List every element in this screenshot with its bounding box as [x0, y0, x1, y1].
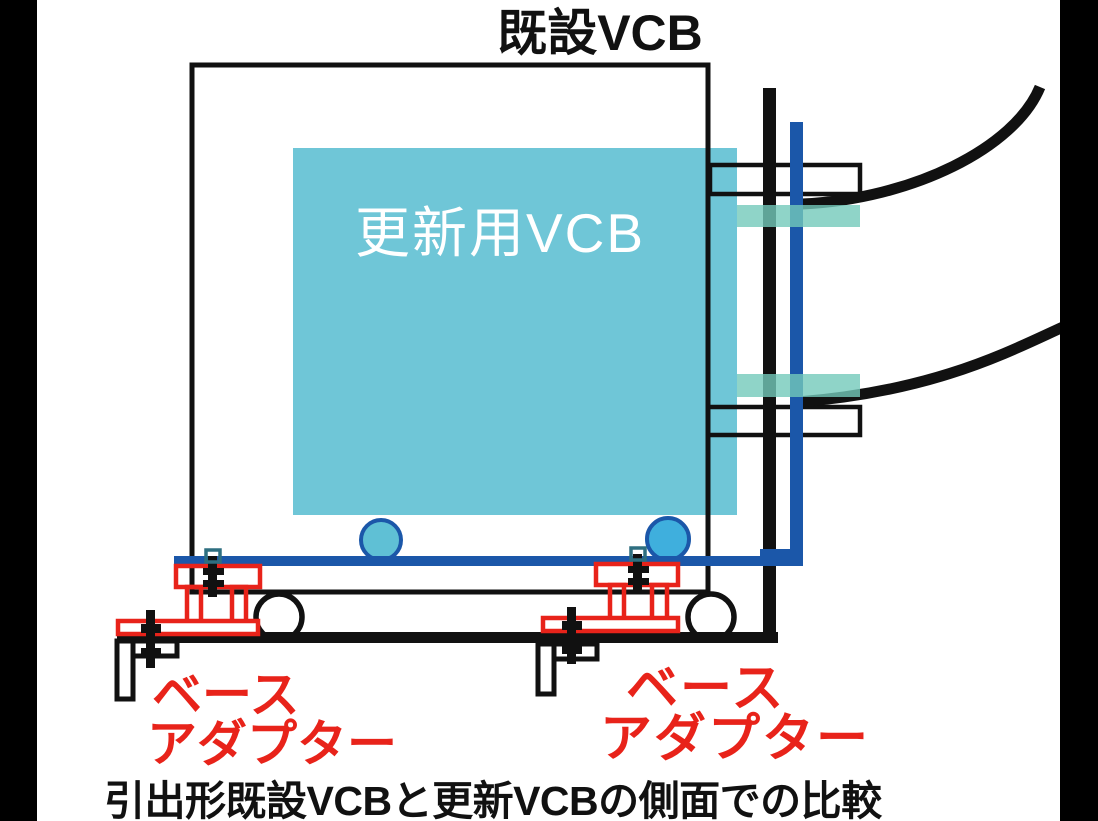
svg-text:ベース: ベース	[626, 660, 785, 718]
bolt-bottom-left	[141, 610, 161, 668]
replacement-vcb-label: 更新用VCB	[355, 202, 645, 264]
roller-left	[359, 518, 403, 562]
base-adapter-label-right: ベース アダプター	[600, 660, 870, 768]
angle-bracket-left	[114, 638, 180, 702]
bolt-top-left	[203, 556, 224, 597]
replacement-vcb-body	[293, 148, 737, 515]
svg-text:アダプター: アダプター	[600, 710, 870, 768]
rail-horizontal-blue	[174, 556, 803, 566]
diagram-caption: 引出形既設VCBと更新VCBの側面での比較	[104, 778, 883, 821]
svg-text:ベース: ベース	[152, 667, 300, 723]
frame-vertical-bar-blue	[790, 122, 803, 566]
left-edge-bar	[0, 0, 37, 821]
svg-text:アダプター: アダプター	[147, 716, 397, 772]
bolt-cap-right	[629, 546, 647, 562]
contact-bar-bottom	[737, 374, 860, 397]
right-edge-bar	[1060, 0, 1098, 821]
base-line	[117, 632, 778, 643]
existing-vcb-outline	[189, 62, 711, 595]
bolt-cap-left	[204, 548, 222, 564]
base-adapter-label-left: ベース アダプター	[147, 667, 397, 772]
bolt-bottom-right	[562, 607, 582, 664]
bolt-top-right	[628, 554, 649, 593]
existing-vcb-label: 既設VCB	[497, 5, 703, 61]
roller-right	[645, 516, 691, 562]
cable-top	[801, 84, 1046, 210]
contact-bar-top	[737, 205, 860, 227]
